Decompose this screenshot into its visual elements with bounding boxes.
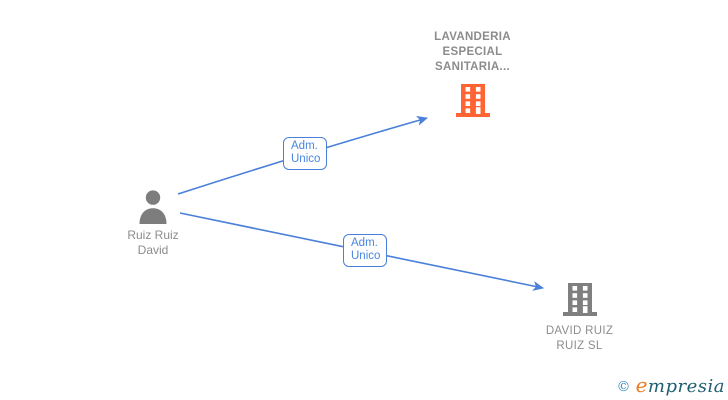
relationship-label-adm-unico-1: Adm. Unico [283, 137, 327, 170]
rel2-line2: Unico [351, 250, 381, 262]
person-icon [139, 190, 167, 224]
person-name-line1: Ruiz Ruiz [127, 228, 179, 242]
brand-text: empresia [635, 373, 725, 397]
rel2-line1: Adm. [351, 237, 378, 249]
rel1-line2: Unico [291, 153, 321, 165]
company2-name-line1: DAVID RUIZ [545, 325, 614, 337]
rel1-line1: Adm. [291, 140, 318, 152]
copyright-icon: © [616, 379, 631, 395]
building-icon [562, 283, 597, 316]
brand-initial: e [635, 373, 648, 397]
node-person-ruiz-ruiz-david[interactable]: Ruiz Ruiz David [103, 190, 203, 258]
node-company-lavanderia[interactable]: LAVANDERIA ESPECIAL SANITARIA... [400, 30, 545, 117]
empresia-logo[interactable]: © empresia [616, 373, 725, 397]
building-icon [455, 84, 490, 117]
company1-name-line3: SANITARIA... [435, 61, 510, 73]
brand-rest: mpresia [647, 376, 725, 397]
company2-name-line2: RUIZ SL [556, 340, 603, 352]
person-name-line2: David [137, 243, 169, 257]
node-company-david-ruiz-ruiz-sl[interactable]: DAVID RUIZ RUIZ SL [507, 283, 652, 354]
company1-name-line1: LAVANDERIA [434, 31, 511, 43]
company1-name-line2: ESPECIAL [442, 46, 503, 58]
relationship-label-adm-unico-2: Adm. Unico [343, 234, 387, 267]
